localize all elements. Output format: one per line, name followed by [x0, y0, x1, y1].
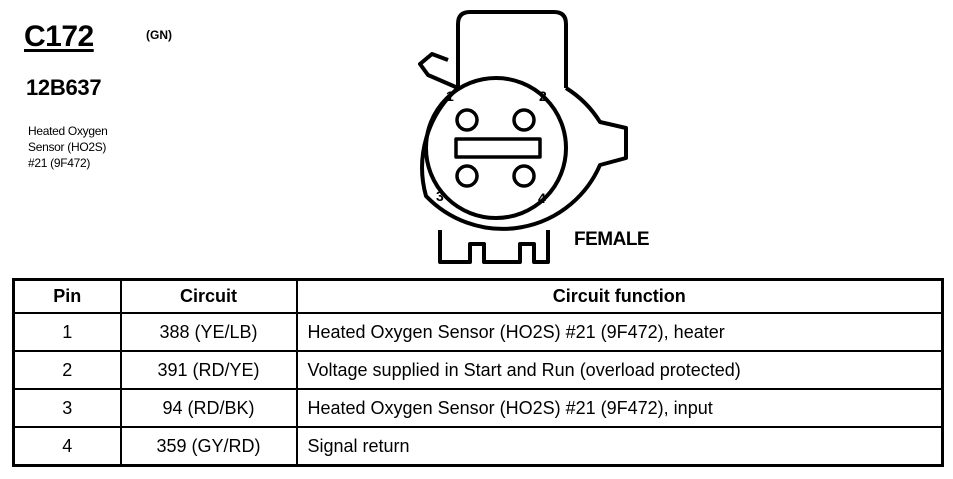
cell-pin: 1 — [12, 312, 122, 352]
header-pin: Pin — [12, 278, 122, 314]
description-line: Sensor (HO2S) — [28, 140, 107, 154]
table-row: 3 94 (RD/BK) Heated Oxygen Sensor (HO2S)… — [12, 388, 944, 428]
pin-number-label: 3 — [436, 188, 444, 204]
table-row: 4 359 (GY/RD) Signal return — [12, 426, 944, 467]
description-line: Heated Oxygen — [28, 124, 108, 138]
cell-pin: 3 — [12, 388, 122, 428]
pin-cavity-2 — [512, 108, 536, 132]
pin-cavity-3 — [455, 164, 479, 188]
table-row: 1 388 (YE/LB) Heated Oxygen Sensor (HO2S… — [12, 312, 944, 352]
connector-center-blade — [454, 137, 542, 159]
table-row: 2 391 (RD/YE) Voltage supplied in Start … — [12, 350, 944, 390]
cell-function: Signal return — [295, 426, 944, 467]
cell-function: Voltage supplied in Start and Run (overl… — [295, 350, 944, 390]
cell-circuit: 94 (RD/BK) — [119, 388, 298, 428]
cell-pin: 4 — [12, 426, 122, 467]
header-circuit: Circuit — [119, 278, 298, 314]
connector-latch-tab — [456, 10, 568, 88]
connector-gender-label: FEMALE — [574, 229, 650, 250]
pin-cavity-4 — [512, 164, 536, 188]
cell-circuit: 359 (GY/RD) — [119, 426, 298, 467]
pin-number-label: 4 — [538, 190, 546, 206]
cell-function: Heated Oxygen Sensor (HO2S) #21 (9F472),… — [295, 388, 944, 428]
connector-inner-face — [424, 76, 568, 220]
pin-circuit-table: Pin Circuit Circuit function 1 388 (YE/L… — [12, 278, 944, 467]
cell-circuit: 388 (YE/LB) — [119, 312, 298, 352]
connector-id: C172 — [24, 20, 94, 53]
connector-description: Heated Oxygen Sensor (HO2S) #21 (9F472) — [28, 123, 108, 171]
cell-pin: 2 — [12, 350, 122, 390]
header-circuit-function: Circuit function — [295, 278, 944, 314]
description-line: #21 (9F472) — [28, 156, 91, 170]
connector-side-flag — [418, 52, 459, 90]
cell-function: Heated Oxygen Sensor (HO2S) #21 (9F472),… — [295, 312, 944, 352]
connector-face-diagram: 1 2 3 4 — [418, 10, 628, 264]
pin-number-label: 1 — [446, 88, 454, 104]
connector-color-code: (GN) — [146, 28, 172, 42]
cell-circuit: 391 (RD/YE) — [119, 350, 298, 390]
table-header-row: Pin Circuit Circuit function — [12, 278, 944, 314]
pin-cavity-1 — [455, 108, 479, 132]
pin-number-label: 2 — [539, 88, 547, 104]
connector-part-number: 12B637 — [26, 75, 102, 100]
connector-bottom-legs — [438, 230, 550, 264]
